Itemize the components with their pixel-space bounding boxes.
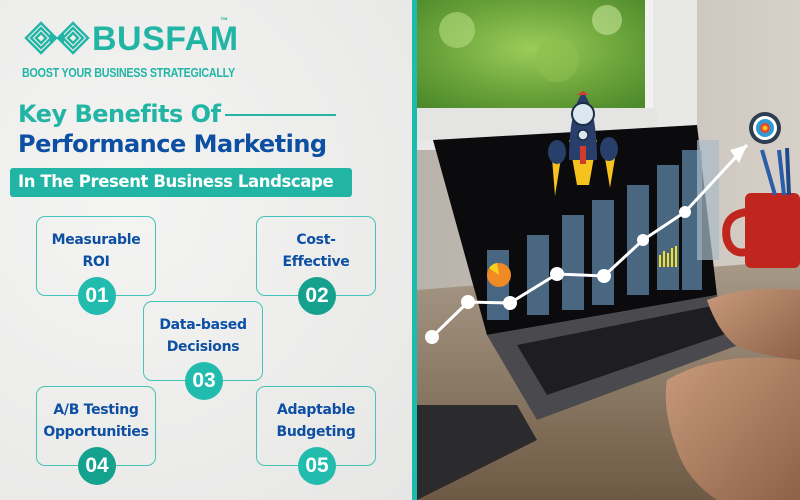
- bar-chart-icon: [659, 246, 677, 267]
- benefit-title-line: Measurable: [51, 232, 141, 248]
- target-bullseye-icon: [749, 112, 781, 144]
- benefit-title-line: Adaptable: [276, 402, 356, 418]
- benefit-title-line: A/B Testing: [53, 402, 139, 418]
- benefit-title-line: Decisions: [166, 339, 240, 355]
- brand-logo: BUSFAM ™ BOOST YOUR BUSINESS STRATEGICAL…: [22, 16, 252, 86]
- benefit-number-badge: 05: [298, 447, 336, 485]
- subtitle-text: In The Present Business Landscape: [18, 172, 334, 191]
- benefit-title-line: ROI: [82, 254, 110, 270]
- heading-performance-marketing: Performance Marketing: [18, 130, 327, 158]
- heading-key-benefits: Key Benefits Of: [18, 100, 221, 128]
- rocket-icon: [548, 91, 618, 196]
- brand-tagline: BOOST YOUR BUSINESS STRATEGICALLY: [22, 66, 235, 80]
- red-mug: [745, 193, 800, 268]
- photo-illustration: [417, 0, 800, 500]
- benefit-number-badge: 04: [78, 447, 116, 485]
- benefit-title-line: Data-based: [159, 317, 247, 333]
- heading-underline-rule: [225, 114, 336, 116]
- benefit-number-badge: 03: [185, 362, 223, 400]
- benefit-title-line: Cost-: [296, 232, 336, 248]
- phone-calculator: [417, 405, 537, 500]
- benefit-title: Adaptable Budgeting: [257, 399, 375, 443]
- arrow-head-icon: [730, 145, 747, 163]
- benefit-title: A/B Testing Opportunities: [37, 399, 155, 443]
- benefit-card-data-based-decisions: Data-based Decisions 03: [143, 301, 263, 400]
- benefit-title: Data-based Decisions: [144, 314, 262, 358]
- benefit-number-badge: 02: [298, 277, 336, 315]
- infographic-panel: BUSFAM ™ BOOST YOUR BUSINESS STRATEGICAL…: [0, 0, 412, 500]
- benefit-title: Measurable ROI: [37, 229, 155, 273]
- growth-line: [430, 143, 749, 339]
- benefit-title-line: Opportunities: [43, 424, 149, 440]
- benefit-card-ab-testing: A/B Testing Opportunities 04: [36, 386, 156, 485]
- laptop-growth-photo: [417, 0, 800, 500]
- infinity-maze-logo-icon: [24, 21, 90, 55]
- subtitle-banner: In The Present Business Landscape: [10, 168, 352, 197]
- benefit-title-line: Effective: [282, 254, 350, 270]
- benefit-card-measurable-roi: Measurable ROI 01: [36, 216, 156, 315]
- benefit-title-line: Budgeting: [276, 424, 356, 440]
- brand-name: BUSFAM: [92, 20, 239, 58]
- teal-divider-stripe: [412, 0, 417, 500]
- benefit-title: Cost- Effective: [257, 229, 375, 273]
- benefit-card-cost-effective: Cost- Effective 02: [256, 216, 376, 315]
- hand-lower: [665, 357, 800, 500]
- hand-upper: [707, 288, 800, 360]
- trademark-symbol: ™: [220, 16, 228, 25]
- benefit-number-badge: 01: [78, 277, 116, 315]
- benefit-card-adaptable-budgeting: Adaptable Budgeting 05: [256, 386, 376, 485]
